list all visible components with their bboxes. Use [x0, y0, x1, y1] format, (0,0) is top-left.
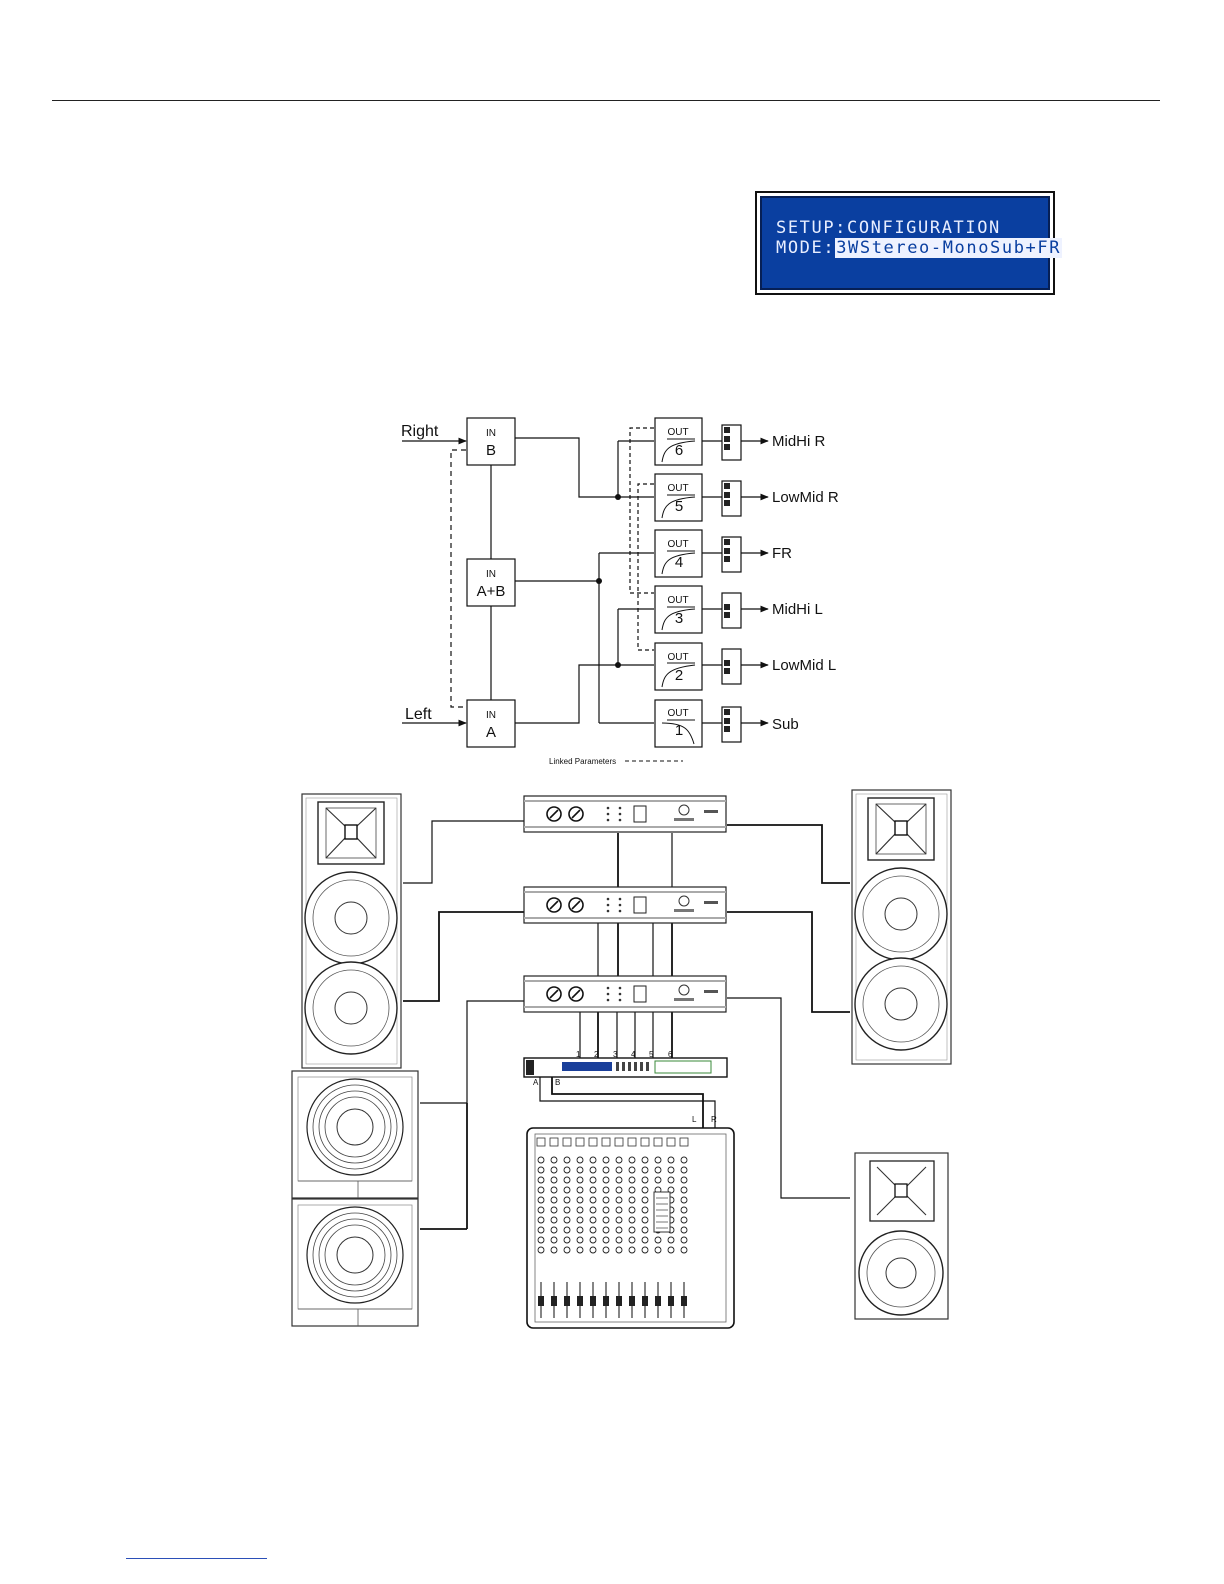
processor-output-number: 2	[594, 1050, 599, 1059]
out-label-fr: FR	[772, 545, 792, 562]
processor-output-number: 4	[631, 1050, 636, 1059]
out-4-top: OUT	[667, 539, 688, 550]
out-label-lowmid-r: LowMid R	[772, 489, 839, 506]
out-label-lowmid-l: LowMid L	[772, 657, 836, 674]
mixer-output-letter: L	[692, 1115, 697, 1124]
out-1-num: 1	[675, 722, 683, 739]
left-top-speaker	[302, 794, 401, 1068]
routing-block-diagram	[402, 418, 768, 761]
out-label-sub: Sub	[772, 716, 799, 733]
out-3-num: 3	[675, 610, 683, 627]
out-6-top: OUT	[667, 427, 688, 438]
processor-output-number: 6	[668, 1050, 673, 1059]
output-meters	[724, 427, 730, 732]
out-2-num: 2	[675, 667, 683, 684]
amplifier-bottom	[524, 976, 726, 1012]
mixer-output-letter: R	[711, 1115, 717, 1124]
processor-output-number: 3	[613, 1050, 618, 1059]
subwoofer-lower	[292, 1199, 418, 1326]
in-b-top: IN	[486, 428, 496, 439]
out-2-top: OUT	[667, 652, 688, 663]
in-a-top: IN	[486, 710, 496, 721]
input-label-right: Right	[401, 423, 439, 440]
out-3-top: OUT	[667, 595, 688, 606]
footer-link-underline	[126, 1558, 267, 1559]
amplifier-top	[524, 796, 726, 832]
junction-dots	[596, 494, 621, 668]
processor-input-letter: A	[533, 1078, 539, 1087]
in-ab-label: A+B	[477, 583, 506, 600]
right-top-speaker	[852, 790, 951, 1064]
in-b-label: B	[486, 442, 496, 459]
processor-unit	[524, 1058, 727, 1077]
processor-output-number: 1	[576, 1050, 581, 1059]
legend-linked-parameters: Linked Parameters	[549, 757, 616, 766]
amplifier-middle	[524, 887, 726, 923]
processor-output-number: 5	[649, 1050, 654, 1059]
mixer-console	[527, 1128, 734, 1328]
out-label-midhi-l: MidHi L	[772, 601, 823, 618]
system-illustration: 1 2 3 4 5 6A B L R	[292, 790, 951, 1328]
input-label-left: Left	[405, 706, 432, 723]
fill-speaker	[855, 1153, 948, 1319]
out-5-top: OUT	[667, 483, 688, 494]
out-5-num: 5	[675, 498, 683, 515]
out-4-num: 4	[675, 554, 683, 571]
in-ab-top: IN	[486, 569, 496, 580]
out-label-midhi-r: MidHi R	[772, 433, 826, 450]
processor-input-letter: B	[555, 1078, 560, 1087]
subwoofer-upper	[292, 1071, 418, 1198]
in-a-label: A	[486, 724, 496, 741]
out-1-top: OUT	[667, 708, 688, 719]
out-6-num: 6	[675, 442, 683, 459]
